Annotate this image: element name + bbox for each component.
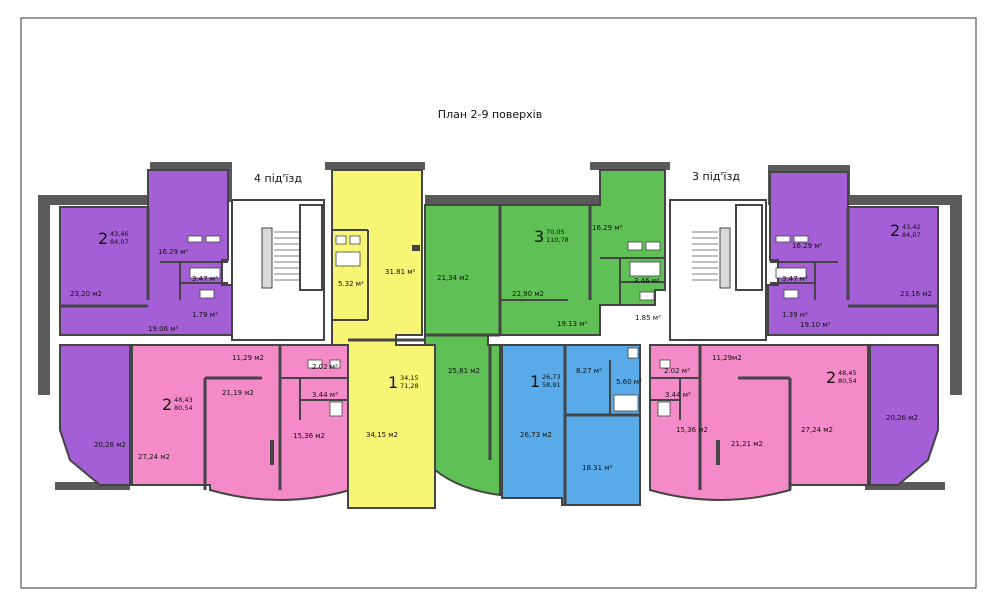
area-label: 23,16 м2	[900, 290, 932, 298]
area-label: 15,36 м2	[293, 432, 325, 440]
area-label: 3.46 м²	[634, 277, 660, 285]
apartment-purple-left	[59, 169, 233, 336]
area-label: 11,29м2	[712, 354, 742, 362]
area-label: 3.47 м²	[782, 275, 808, 283]
entrance-4-label: 4 під'їзд	[254, 172, 302, 185]
pink-right-rooms: 2	[826, 368, 836, 387]
apartment-green-left	[424, 204, 501, 497]
purple-right-total: 84,07	[902, 231, 921, 239]
area-label: 16.29 м²	[158, 248, 189, 256]
area-label: 22,90 м2	[512, 290, 544, 298]
sheet-border	[20, 17, 977, 589]
area-label: 3.44 м²	[312, 391, 338, 399]
area-label: 15,36 м2	[676, 426, 708, 434]
apartment-purple-right-lower	[869, 344, 939, 486]
area-label: 3.47 м²	[192, 275, 218, 283]
purple-left-total: 84,07	[110, 238, 129, 246]
apartment-yellow	[331, 169, 436, 509]
pink-left-total: 80,54	[174, 404, 193, 412]
purple-left-living: 43,46	[110, 230, 129, 238]
room-area-labels: 16.29 м² 3.47 м² 1.79 м² 23,20 м2 19.06 …	[70, 224, 932, 472]
area-label: 5.60 м²	[616, 378, 642, 386]
blue-total: 58,91	[542, 381, 561, 389]
area-label: 21,19 м2	[222, 389, 254, 397]
apartment-purple-right	[767, 171, 939, 336]
apartment-pink-right	[649, 344, 869, 501]
area-label: 1.79 м²	[192, 311, 218, 319]
apartment-purple-left-lower	[59, 344, 131, 486]
green-total: 110,78	[546, 236, 569, 244]
area-label: 19.06 м²	[148, 325, 179, 333]
apartment-headings: 2 43,46 84,07 2 43,42 84,07 2 48,43 80,5…	[98, 221, 921, 414]
entrance-3-label: 3 під'їзд	[692, 170, 740, 183]
blue-rooms: 1	[530, 372, 540, 391]
area-label: 23,20 м2	[70, 290, 102, 298]
area-label: 5.32 м²	[338, 280, 364, 288]
area-label: 11,29 м2	[232, 354, 264, 362]
pink-left-living: 48,43	[174, 396, 193, 404]
area-label: 21,21 м2	[731, 440, 763, 448]
area-label: 8.27 м²	[576, 367, 602, 375]
area-label: 20,26 м2	[886, 414, 918, 422]
area-label: 3.44 м²	[665, 391, 691, 399]
area-label: 16.29 м²	[592, 224, 623, 232]
green-living: 70,05	[546, 228, 565, 236]
stairwell-right	[669, 199, 767, 341]
pink-right-living: 48,45	[838, 369, 857, 377]
area-label: 2.02 м²	[664, 367, 690, 375]
area-label: 16.29 м²	[792, 242, 823, 250]
apartment-blue	[501, 344, 641, 506]
area-label: 20,26 м2	[94, 441, 126, 449]
apartment-pink-left	[131, 344, 351, 501]
yellow-total: 71,28	[400, 382, 419, 390]
area-label: 19.10 м²	[800, 321, 831, 329]
area-label: 27,24 м2	[138, 453, 170, 461]
area-label: 1.39 м²	[782, 311, 808, 319]
green-rooms: 3	[534, 227, 544, 246]
area-label: 21,34 м2	[437, 274, 469, 282]
pink-left-rooms: 2	[162, 395, 172, 414]
pink-right-total: 80,54	[838, 377, 857, 385]
area-label: 27,24 м2	[801, 426, 833, 434]
purple-right-rooms: 2	[890, 221, 900, 240]
yellow-rooms: 1	[388, 373, 398, 392]
area-label: 2.02 м²	[312, 363, 338, 371]
yellow-living: 34,15	[400, 374, 419, 382]
area-label: 26,73 м2	[520, 431, 552, 439]
area-label: 1.85 м²	[635, 314, 661, 322]
area-label: 31.81 м²	[385, 268, 416, 276]
purple-right-living: 43,42	[902, 223, 921, 231]
outer-walls	[38, 162, 962, 490]
apartment-green-right	[498, 169, 666, 336]
stairwell-left	[231, 199, 325, 341]
blue-living: 26,73	[542, 373, 561, 381]
area-label: 34,15 м2	[366, 431, 398, 439]
area-label: 18.31 м²	[582, 464, 613, 472]
purple-left-rooms: 2	[98, 229, 108, 248]
plan-title: План 2-9 поверхів	[438, 108, 542, 121]
area-label: 25,81 м2	[448, 367, 480, 375]
area-label: 19.13 м²	[557, 320, 588, 328]
